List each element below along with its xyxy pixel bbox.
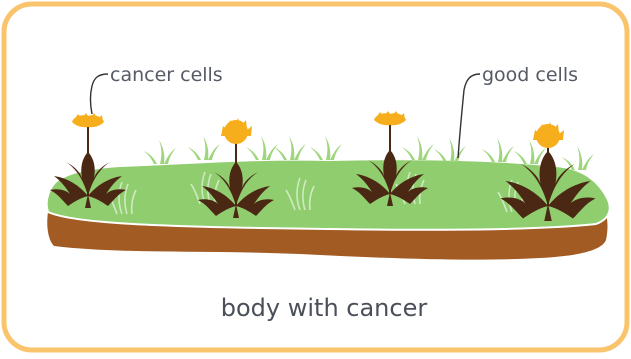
diagram-caption: body with cancer bbox=[221, 294, 428, 322]
cancer-cells-label: cancer cells bbox=[110, 64, 223, 86]
good-cells-label: good cells bbox=[482, 64, 578, 86]
